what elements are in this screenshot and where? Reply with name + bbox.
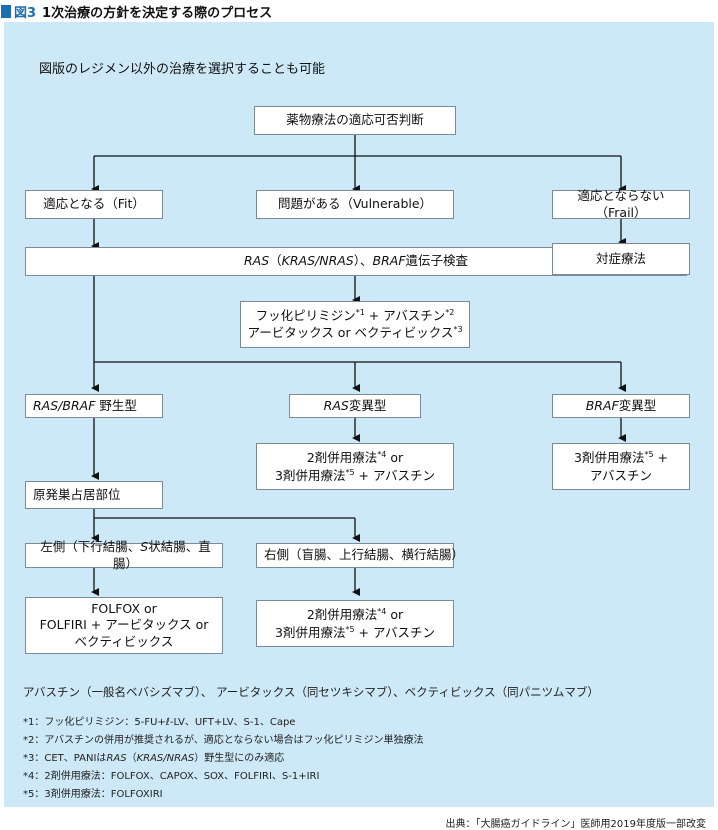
- box-label: 問題がある（Vulnerable）: [277, 196, 433, 212]
- mutant-text: 変異型: [618, 397, 657, 413]
- left-side-text: 状結腸、直腸）: [112, 539, 211, 571]
- ras-braf-wildtype-box: RAS/BRAF 野生型: [25, 394, 163, 418]
- footnote-3: *3：CET、PANIはRAS（KRAS/NRAS）野生型にのみ適応: [23, 749, 284, 764]
- box-label: 適応とならない（Frail）: [577, 188, 665, 220]
- symptomatic-therapy-box: 対症療法: [552, 243, 690, 275]
- paren: ）、: [353, 253, 373, 269]
- box-label: RAS（KRAS/NRAS）、BRAF遺伝子検査: [244, 253, 468, 269]
- footnote-ref-4: *4: [377, 606, 387, 616]
- box-label: 左側（下行結腸、S状結腸、直腸）: [33, 539, 218, 572]
- footnote-ref-3: *3: [453, 324, 463, 334]
- fluoropyrimidine-combo-box: フッ化ピリミジン*1 + アバスチン*2 アービタックス or ベクティビックス…: [240, 301, 470, 348]
- gene-ras: RAS: [323, 397, 349, 413]
- left-sided-regimen-box: FOLFOX or FOLFIRI + アービタックス or ベクティビックス: [25, 597, 223, 654]
- avastin-text: + アバスチン: [354, 467, 435, 483]
- drug-name-legend: アバスチン（一般名ベバシズマブ）、 アービタックス（同セツキシマブ）、ベクティビ…: [23, 685, 599, 699]
- gene-braf: BRAF: [372, 253, 406, 269]
- gene-kras-nras: KRAS/NRAS: [281, 253, 354, 269]
- braf-mutant-box: BRAF変異型: [552, 394, 690, 418]
- footnote-3-text: *3：CET、PANIは: [23, 753, 107, 764]
- gene-ras: RAS: [106, 753, 127, 764]
- doublet-regimen: 2剤併用療法: [306, 607, 378, 622]
- drug-fu: フッ化ピリミジン: [255, 307, 356, 323]
- drug-therapy-eligibility-box: 薬物療法の適応可否判断: [254, 106, 456, 135]
- paren: （: [269, 253, 282, 269]
- figure-label: 図3: [14, 5, 37, 21]
- footnote-ref-2: *2: [445, 307, 455, 317]
- left-sided-box: 左側（下行結腸、S状結腸、直腸）: [25, 539, 223, 571]
- gene-ras: RAS: [243, 253, 270, 269]
- box-label: 適応となる（Fit）: [43, 196, 145, 212]
- fit-box: 適応となる（Fit）: [25, 190, 163, 219]
- footnote-5: *5：3剤併用療法：FOLFOXIRI: [23, 789, 163, 800]
- s-italic: S: [140, 539, 149, 555]
- drug-antiegfr: アービタックス or ベクティビックス: [247, 324, 454, 340]
- ras-mutant-regimen-box: 2剤併用療法*4 or 3剤併用療法*5 + アバスチン: [256, 443, 454, 490]
- avastin-text: + アバスチン: [354, 624, 435, 640]
- footnote-ref-5: *5: [644, 449, 654, 459]
- right-sided-regimen-box: 2剤併用療法*4 or 3剤併用療法*5 + アバスチン: [256, 600, 454, 647]
- source-citation: 出典：「大腸癌ガイドライン」医師用2019年度版一部改変: [445, 819, 706, 830]
- vulnerable-box: 問題がある（Vulnerable）: [256, 190, 454, 219]
- braf-mutant-regimen-box: 3剤併用療法*5 + アバスチン: [552, 443, 690, 490]
- right-sided-box: 右側（盲腸、上行結腸、横行結腸）: [256, 543, 464, 568]
- footnote-ref-5: *5: [345, 624, 355, 634]
- box-label: フッ化ピリミジン*1 + アバスチン*2 アービタックス or ベクティビックス…: [247, 308, 462, 342]
- gene-kras-nras: KRAS/NRAS: [136, 753, 195, 764]
- footnote-3-text: ）野生型にのみ適応: [194, 753, 285, 764]
- footnote-4: *4：2剤併用療法：FOLFOX、CAPOX、SOX、FOLFIRI、S-1+I…: [23, 771, 320, 782]
- gene-braf: BRAF: [585, 397, 619, 413]
- paren: （: [126, 753, 137, 764]
- or-text: or: [386, 450, 404, 465]
- ras-mutant-box: RAS変異型: [289, 394, 421, 418]
- footnote-ref-5: *5: [345, 467, 355, 477]
- box-label: BRAF変異型: [586, 398, 657, 414]
- box-label: 薬物療法の適応可否判断: [286, 112, 424, 128]
- footnote-ref-4: *4: [377, 449, 387, 459]
- square-marker-icon: [1, 4, 11, 18]
- avastin-text: アバスチン: [589, 467, 652, 483]
- primary-site-box: 原発巣占居部位: [25, 481, 163, 509]
- diagram-note: 図版のレジメン以外の治療を選択することも可能: [39, 62, 326, 77]
- plus-text: +: [653, 450, 668, 465]
- triplet-regimen: 3剤併用療法: [574, 450, 645, 465]
- footnote-ref-1: *1: [355, 307, 365, 317]
- box-label: FOLFOX or FOLFIRI + アービタックス or ベクティビックス: [39, 601, 209, 649]
- figure-title: 1次治療の方針を決定する際のプロセス: [42, 5, 273, 21]
- box-label: 原発巣占居部位: [33, 486, 121, 502]
- triplet-regimen: 3剤併用療法: [275, 467, 346, 483]
- triplet-regimen: 3剤併用療法: [275, 624, 346, 640]
- figure-header: 図3 1次治療の方針を決定する際のプロセス: [0, 0, 718, 22]
- footnote-2: *2：アバスチンの併用が推奨されるが、適応とならない場合はフッ化ピリミジン単独療…: [23, 735, 424, 746]
- wildtype-text: 野生型: [95, 397, 137, 413]
- or-text: or: [386, 607, 404, 622]
- frail-box: 適応とならない（Frail）: [552, 188, 690, 220]
- box-label: RAS変異型: [324, 398, 387, 414]
- drug-avastin: + アバスチン: [364, 307, 446, 323]
- left-side-text: 左側（下行結腸、: [40, 539, 141, 555]
- gene-ras-braf: RAS/BRAF: [33, 397, 96, 413]
- box-label: 2剤併用療法*4 or 3剤併用療法*5 + アバスチン: [275, 606, 435, 641]
- doublet-regimen: 2剤併用療法: [306, 450, 378, 465]
- box-label: RAS/BRAF 野生型: [33, 398, 137, 414]
- box-label: 対症療法: [595, 250, 646, 266]
- box-label: 3剤併用療法*5 + アバスチン: [574, 449, 668, 484]
- mutant-text: 変異型: [348, 397, 387, 413]
- box-label: 2剤併用療法*4 or 3剤併用療法*5 + アバスチン: [275, 449, 435, 484]
- footnote-1: *1：フッ化ピリミジン：5-FU+ℓ-LV、UFT+LV、S-1、Cape: [23, 717, 296, 728]
- box-label: 右側（盲腸、上行結腸、横行結腸）: [264, 547, 465, 563]
- gene-test-text: 遺伝子検査: [405, 253, 469, 269]
